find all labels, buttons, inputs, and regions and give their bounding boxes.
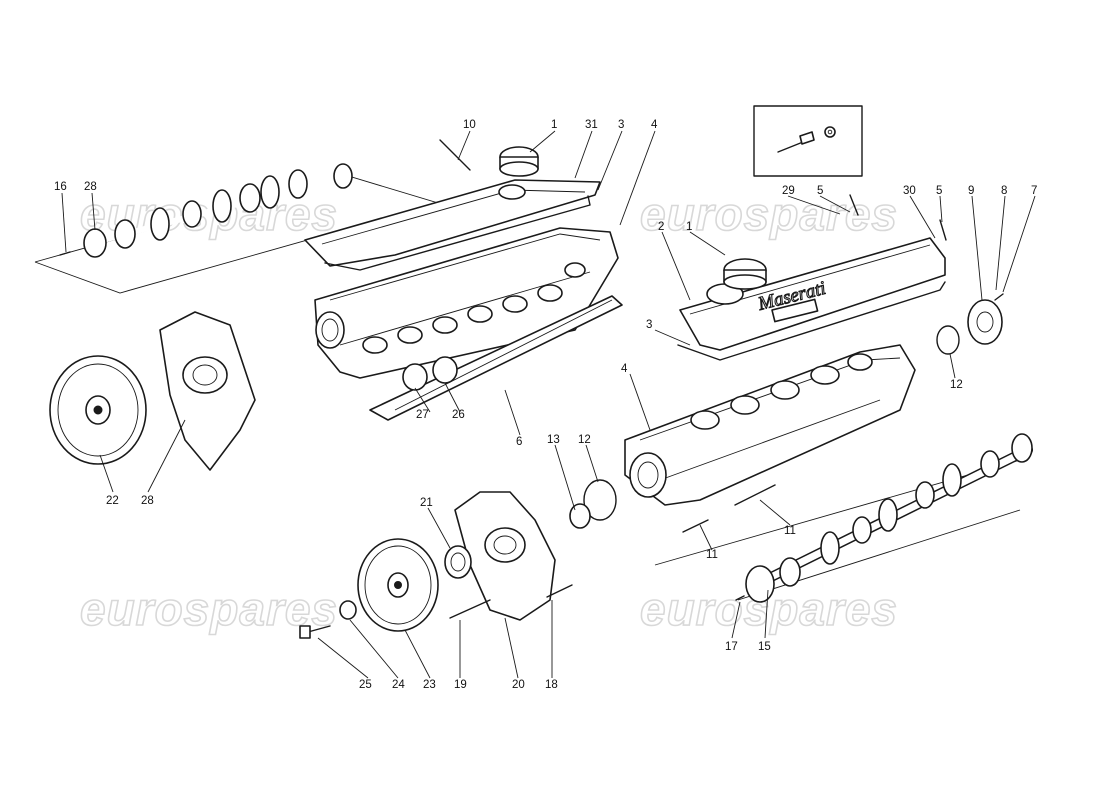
timing-pulley-left [49, 355, 147, 465]
callout-8: 8 [1001, 185, 1007, 197]
cylinder-head-left [314, 227, 619, 379]
callout-25: 27 [416, 409, 429, 421]
callout-5-left: 5 [817, 185, 823, 197]
callout-29: 31 [585, 119, 598, 131]
intake-gasket-left [369, 295, 623, 421]
callout-12-left: 12 [578, 434, 591, 446]
callout-14: 15 [758, 641, 771, 653]
callout-6: 6 [516, 436, 522, 448]
callout-28-right: 30 [903, 185, 916, 197]
callout-12-right: 12 [950, 379, 963, 391]
callout-7: 7 [1031, 185, 1037, 197]
valve-seals [402, 356, 458, 391]
callout-23: 25 [359, 679, 372, 691]
bolts [449, 484, 776, 619]
end-cover-right [936, 293, 1004, 355]
callout-3-right: 3 [646, 319, 652, 331]
callout-28-left: 29 [782, 185, 795, 197]
callout-1-right: 1 [686, 221, 692, 233]
callout-15-left: 16 [54, 181, 67, 193]
timing-cover-right [444, 479, 617, 621]
cylinder-head-right [624, 344, 916, 506]
callout-numbers: 16 28 10 1 31 3 4 29 5 30 5 9 8 7 2 1 3 … [54, 119, 1037, 691]
callout-15-right: 17 [725, 641, 738, 653]
inset-box [753, 105, 863, 177]
callout-18: 20 [512, 679, 525, 691]
callout-3-left: 3 [618, 119, 624, 131]
callout-26: 28 [141, 495, 154, 507]
leader-lines [61, 130, 1036, 679]
callout-13: 13 [547, 434, 560, 446]
cam-cover-left [304, 139, 601, 271]
callout-20: 22 [106, 495, 119, 507]
nut-part [824, 126, 836, 138]
callout-17: 19 [454, 679, 467, 691]
watermark-top-right: eurospares [640, 188, 898, 240]
camshaft-left [34, 163, 440, 294]
callout-10-top: 10 [463, 119, 476, 131]
callout-24: 26 [452, 409, 465, 421]
callout-5-right: 5 [936, 185, 942, 197]
callout-1-left: 1 [551, 119, 557, 131]
timing-cover-left [159, 311, 256, 471]
callout-27: 28 [84, 181, 97, 193]
callout-10-right: 11 [784, 525, 796, 537]
watermark-bottom-left: eurospares [80, 583, 338, 635]
callout-9: 9 [968, 185, 974, 197]
callout-16: 18 [545, 679, 558, 691]
camshaft-right [654, 433, 1033, 603]
callout-21: 23 [423, 679, 436, 691]
callout-11: 11 [706, 549, 718, 561]
stud-bolt-part [777, 131, 815, 153]
callout-22: 24 [392, 679, 405, 691]
callout-4-right: 4 [621, 363, 628, 375]
callout-2: 2 [658, 221, 664, 233]
callout-4-left: 4 [651, 119, 658, 131]
callout-19: 21 [420, 497, 433, 509]
timing-pulley-right [299, 538, 439, 639]
